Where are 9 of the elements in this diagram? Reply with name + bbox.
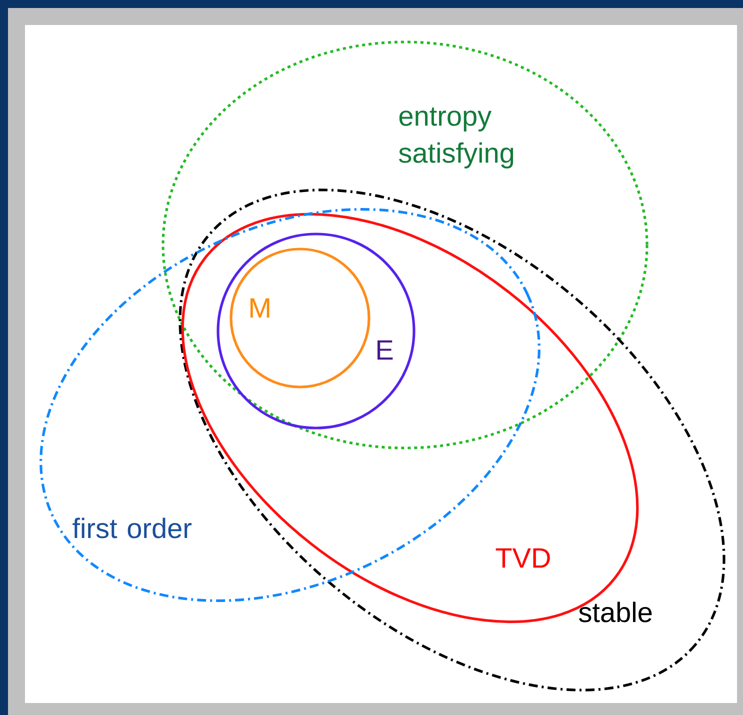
set-label: TVD [496, 548, 550, 568]
set-label: first order [72, 518, 192, 538]
set-label: E [378, 340, 393, 360]
set-label: entropy satisfying [399, 108, 514, 168]
set-label: M [250, 298, 270, 318]
set-ellipse [162, 40, 648, 450]
set-label: stable [579, 602, 652, 622]
set-ellipse [216, 232, 416, 430]
set-ellipse [230, 248, 370, 388]
